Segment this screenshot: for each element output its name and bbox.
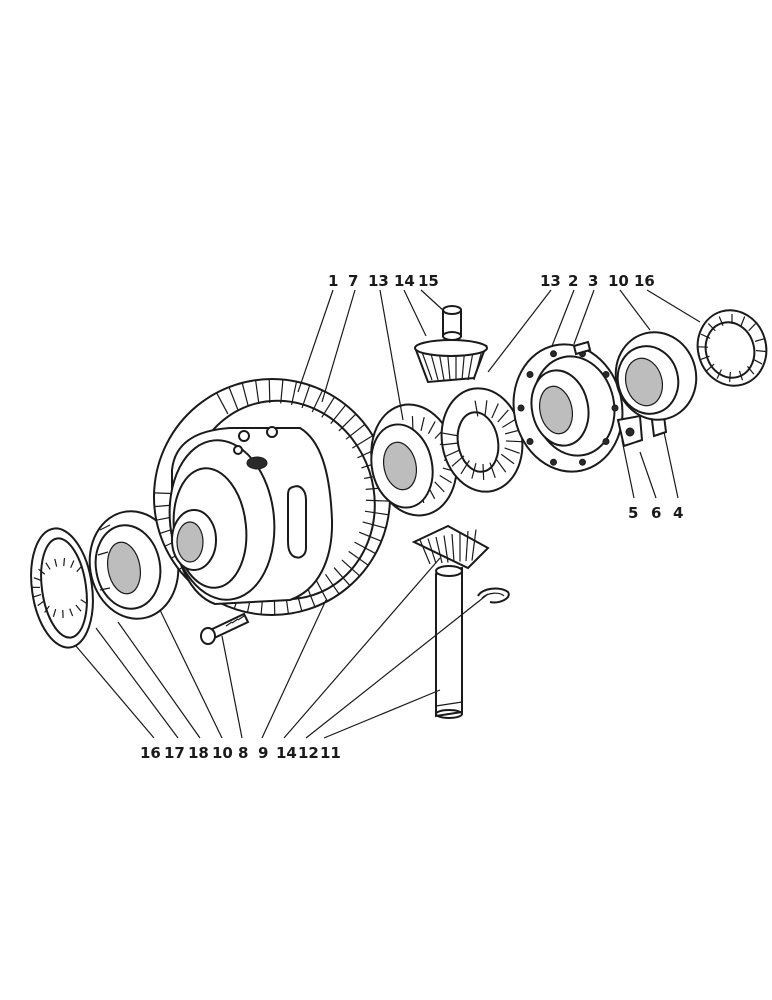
callout-labels-top: 1 7 13 14 15 13 2 3 10 16 [328, 272, 655, 290]
callout-right-5: 5 [628, 504, 638, 522]
taper-roller-bearing-left [88, 510, 180, 620]
locking-tab-and-nut [616, 414, 668, 448]
callout-labels-bottom: 16 17 18 10 8 9 14 12 11 [140, 744, 341, 762]
callout-top-13: 13 [368, 272, 389, 290]
differential-case-cover [512, 340, 624, 473]
shaft-retaining-clip [477, 587, 510, 604]
leader-lines [75, 289, 701, 739]
callout-bottom-9: 9 [258, 744, 268, 762]
differential-case [168, 426, 334, 606]
callout-top-14: 14 [394, 272, 415, 290]
differential-pinion-top [414, 305, 488, 384]
callout-top-16: 16 [634, 272, 655, 290]
callout-top-3: 3 [588, 272, 598, 290]
callout-bottom-16: 16 [140, 744, 161, 762]
pinion-cross-shaft [435, 565, 463, 719]
callout-labels-right: 5 6 4 [628, 504, 683, 522]
callout-top-1: 1 [328, 272, 338, 290]
callout-top-15: 15 [418, 272, 439, 290]
callout-top-13b: 13 [540, 272, 561, 290]
differential-pinion-bottom [411, 524, 490, 570]
callout-bottom-8: 8 [238, 744, 248, 762]
crown-wheel-bolt [200, 612, 250, 645]
callout-top-10: 10 [608, 272, 629, 290]
callout-top-2: 2 [568, 272, 578, 290]
callout-right-6: 6 [651, 504, 661, 522]
bearing-outer-race-left [30, 527, 94, 649]
callout-bottom-17: 17 [164, 744, 185, 762]
callout-bottom-14: 14 [276, 744, 297, 762]
callout-top-7: 7 [348, 272, 358, 290]
taper-roller-bearing-right [614, 331, 698, 421]
callout-right-4: 4 [673, 504, 683, 522]
bearing-outer-race-right [696, 309, 768, 387]
callout-bottom-10: 10 [212, 744, 233, 762]
callout-bottom-18: 18 [188, 744, 209, 762]
differential-side-gear-right [440, 387, 524, 493]
callout-bottom-11: 11 [320, 744, 341, 762]
callout-bottom-12: 12 [298, 744, 319, 762]
